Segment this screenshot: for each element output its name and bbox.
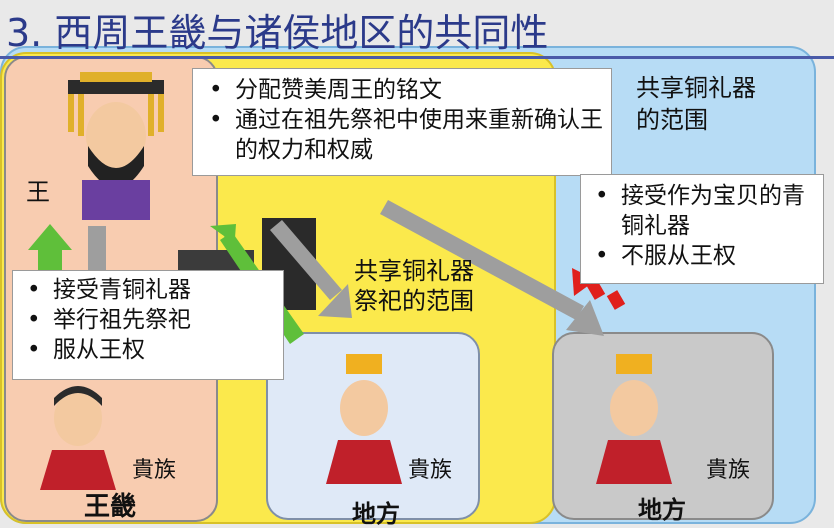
label-noble: 貴族 — [706, 458, 751, 483]
noble-figure-icon — [326, 354, 402, 484]
callout-item: 接受作为宝贝的青铜礼器 — [587, 181, 817, 241]
noble-figure-icon — [596, 354, 672, 484]
callout-royal-nobles: 接受青铜礼器 举行祖先祭祀 服从王权 — [12, 270, 284, 380]
label-local: 地方 — [638, 496, 686, 524]
callout-item: 接受青铜礼器 — [19, 275, 277, 305]
label-royal-domain: 王畿 — [84, 492, 137, 522]
gray-arrow-to-local-2-icon — [380, 200, 604, 336]
region-local-2 — [552, 332, 774, 520]
callout-item: 通过在祖先祭祀中使用来重新确认王的权力和权威 — [201, 105, 603, 165]
label-noble: 貴族 — [132, 458, 177, 483]
king-figure-icon — [68, 72, 164, 220]
callout-item: 举行祖先祭祀 — [19, 305, 277, 335]
callout-item: 分配赞美周王的铭文 — [201, 75, 603, 105]
title-underline — [0, 56, 834, 59]
page-title: 3. 西周王畿与诸侯地区的共同性 — [6, 11, 549, 55]
noble-figure-icon — [40, 386, 116, 490]
label-king: 王 — [26, 178, 50, 206]
label-shared-bronze-scope: 共享铜礼器 的范围 — [636, 74, 756, 134]
gray-arrow-down-icon — [88, 226, 106, 274]
callout-item: 不服从王权 — [587, 241, 817, 271]
label-noble: 貴族 — [408, 458, 453, 483]
green-arrow-up-icon — [28, 224, 72, 276]
callout-king-inscriptions: 分配赞美周王的铭文 通过在祖先祭祀中使用来重新确认王的权力和权威 — [192, 68, 612, 176]
callout-outer-nobles: 接受作为宝贝的青铜礼器 不服从王权 — [580, 174, 824, 284]
label-shared-ritual-scope: 共享铜礼器 祭祀的范围 — [354, 257, 474, 315]
gray-arrow-to-local-1-icon — [270, 220, 352, 318]
callout-item: 服从王权 — [19, 335, 277, 365]
label-local: 地方 — [352, 500, 400, 528]
